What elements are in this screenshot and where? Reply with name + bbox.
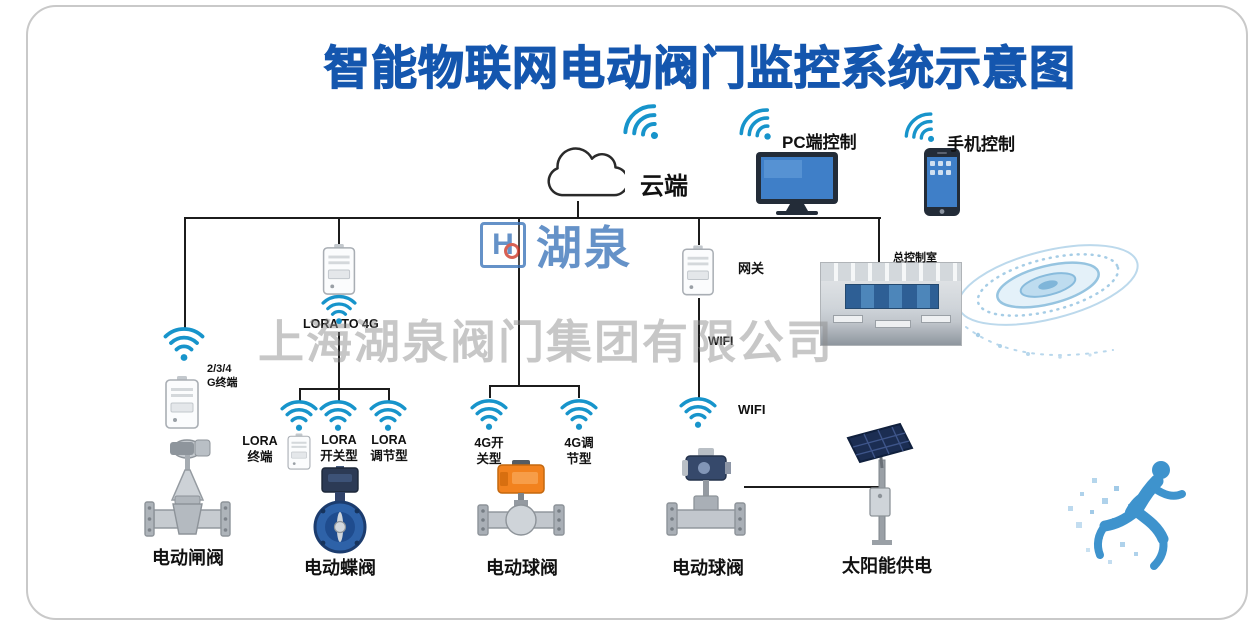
butterfly-valve-image	[298, 466, 382, 554]
4g-switch-label: 4G开 关型	[474, 436, 504, 466]
wifi-icon	[559, 398, 599, 431]
lora-to-4g-label: LORA TO 4G	[303, 317, 379, 331]
connector-drop-lora4g	[338, 217, 340, 245]
control-room-desk	[875, 320, 911, 328]
wifi-icon	[732, 100, 786, 153]
runner-decoration	[1062, 448, 1212, 588]
connector-drop-terminal	[184, 217, 186, 329]
connector-lora-branch-bus	[299, 388, 390, 390]
wifi-icon	[318, 399, 358, 432]
wifi-icon	[279, 399, 319, 432]
solar-label: 太阳能供电	[842, 556, 932, 576]
wifi-icon	[368, 399, 408, 432]
connector-4g-branch-1	[489, 385, 491, 398]
connector-gateway-to-wifi	[698, 298, 700, 398]
ball-valve-gray-image	[664, 448, 749, 546]
control-room-screen-wall	[845, 284, 939, 309]
terminal-234g-label: 2/3/4 G终端	[207, 363, 238, 390]
connector-drop-control-room	[878, 217, 880, 263]
phone-icon	[924, 148, 960, 216]
ball-valve-orange-image	[474, 460, 569, 548]
pc-monitor-icon	[756, 152, 838, 216]
control-room-desk	[833, 315, 863, 323]
page-title: 智能物联网电动阀门监控系统示意图	[323, 41, 1076, 94]
cloud-icon	[537, 146, 625, 204]
connector-4g-branch-bus	[489, 385, 580, 387]
brand-logo-ring	[504, 243, 520, 259]
gate-valve-image	[140, 438, 235, 546]
connector-lora-branch-3	[388, 388, 390, 401]
connector-main-bus	[184, 217, 881, 219]
connector-solar-to-valve	[744, 486, 882, 488]
lora-switch-label: LORA 开关型	[320, 433, 358, 463]
control-room-label: 总控制室	[893, 252, 937, 264]
control-room-image	[820, 262, 962, 346]
butterfly-valve-label: 电动蝶阀	[304, 558, 376, 578]
pc-control-label: PC端控制	[782, 133, 857, 152]
cloud-label: 云端	[640, 173, 688, 200]
lora-terminal-label: LORA 终端	[242, 434, 278, 464]
ball-valve-2-label: 电动球阀	[672, 558, 744, 578]
control-room-desk	[921, 315, 951, 323]
gateway-label: 网关	[738, 261, 765, 276]
brand-logo-text: 湖泉	[536, 222, 632, 274]
brand-logo: H 湖泉	[480, 212, 632, 278]
wifi-icon	[678, 396, 718, 429]
wifi-icon	[162, 326, 206, 362]
connector-cloud-to-bus	[577, 201, 579, 219]
4g-regulating-label: 4G调 节型	[564, 436, 594, 466]
wifi-branch-label: WIFI	[738, 402, 766, 417]
brand-logo-mark: H	[480, 222, 526, 268]
mobile-control-label: 手机控制	[947, 135, 1015, 154]
connector-drop-4g	[518, 217, 520, 385]
control-room-ceiling	[821, 263, 961, 281]
connector-4g-branch-2	[578, 385, 580, 398]
ball-valve-1-label: 电动球阀	[486, 558, 558, 578]
connector-lora4g-to-branch	[338, 332, 340, 388]
lora-to-4g-device	[320, 244, 358, 296]
lora-regulating-label: LORA 调节型	[370, 433, 408, 463]
wifi-mid-label: WIFI	[708, 334, 734, 348]
terminal-234g-device	[163, 376, 201, 430]
connector-drop-gateway	[698, 217, 700, 245]
gate-valve-label: 电动闸阀	[152, 548, 224, 568]
solar-panel-image	[842, 420, 922, 550]
connector-lora-branch-1	[299, 388, 301, 401]
wifi-icon	[469, 398, 509, 431]
gateway-device	[680, 244, 716, 298]
connector-lora-branch-2	[338, 388, 340, 401]
swirl-decoration	[948, 215, 1148, 380]
